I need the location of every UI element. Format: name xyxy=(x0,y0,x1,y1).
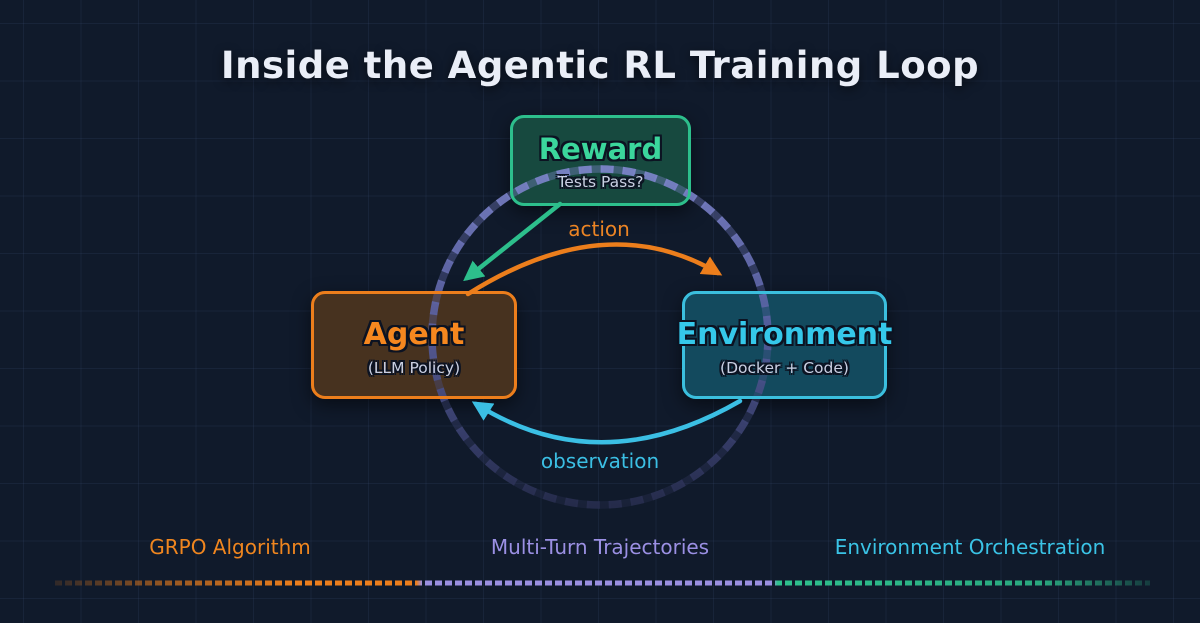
footer-label-multi-turn-trajectories: Multi-Turn Trajectories xyxy=(490,535,710,559)
node-agent: Agent (LLM Policy) xyxy=(311,291,517,399)
reward-label: Reward xyxy=(538,131,663,166)
reward-node-fill xyxy=(510,115,691,206)
action-arrow xyxy=(465,242,723,297)
environment-label: Environment xyxy=(676,316,893,352)
environment-sublabel: (Docker + Code) xyxy=(720,359,849,378)
loop-circle xyxy=(428,165,772,509)
reward-sublabel: Tests Pass? xyxy=(557,173,644,192)
node-environment: Environment (Docker + Code) xyxy=(677,291,892,399)
agent-node-fill xyxy=(311,291,517,399)
footer-label-grpo-algorithm: GRPO Algorithm xyxy=(149,535,311,559)
agent-label: Agent xyxy=(363,316,465,352)
agent-sublabel: (LLM Policy) xyxy=(367,359,461,378)
page-title: Inside the Agentic RL Training Loop xyxy=(220,44,980,87)
footer-label-environment-orchestration: Environment Orchestration xyxy=(834,535,1106,559)
action-edge-label: action xyxy=(568,217,630,241)
reward-to-agent-arrow xyxy=(463,201,563,282)
observation-arrow xyxy=(471,398,743,445)
environment-node-fill xyxy=(682,291,887,399)
observation-edge-label: observation xyxy=(540,449,660,473)
node-reward: Reward Tests Pass? xyxy=(510,115,691,206)
